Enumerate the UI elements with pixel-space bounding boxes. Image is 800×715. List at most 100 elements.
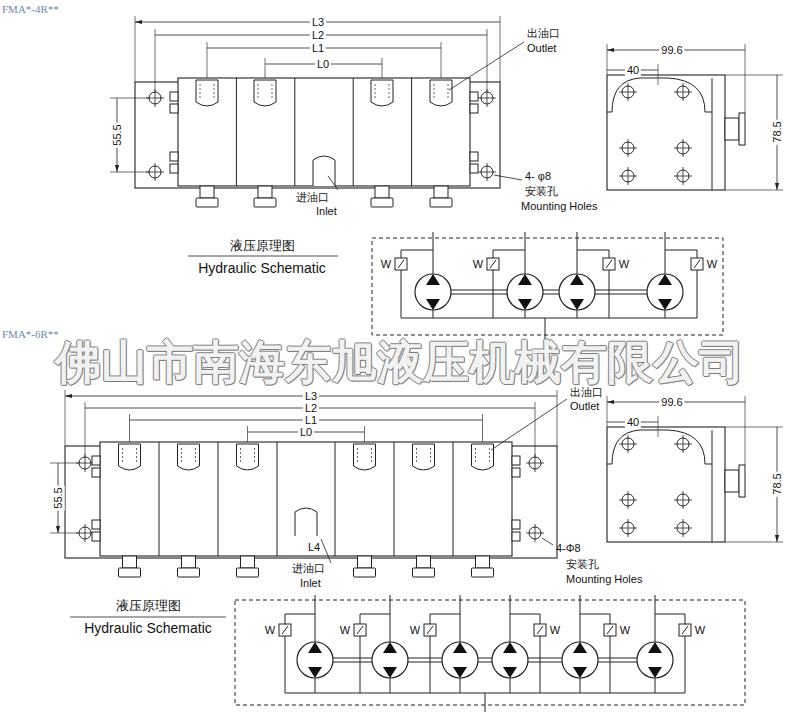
- callout-text: 出油口: [527, 27, 560, 40]
- callout-text: 安装孔: [566, 558, 599, 571]
- schematic-6: [372, 642, 408, 678]
- side-view-4: [607, 44, 783, 190]
- schematic-4: [401, 232, 697, 342]
- section-heading: 液压原理图: [116, 599, 181, 614]
- schematic-6: [424, 624, 436, 636]
- divider-body-6: [159, 442, 453, 556]
- schematic-6: [442, 642, 478, 678]
- divider-body-6: [92, 456, 100, 465]
- divider-body-6: [472, 556, 494, 577]
- dimension-label: L3: [303, 390, 319, 403]
- divider-body-6: [92, 468, 100, 477]
- dimension-label: L0: [315, 58, 331, 71]
- divider-body-6: [119, 444, 141, 470]
- divider-body-4: [470, 92, 478, 101]
- dimension-label: 40: [625, 64, 641, 77]
- divider-body-6: [100, 442, 512, 556]
- schematic-4: [691, 258, 703, 270]
- divider-body-4: [170, 92, 478, 173]
- dimension-label: L0: [298, 426, 314, 439]
- callout-text: Outlet: [570, 400, 599, 413]
- schematic-4: [487, 258, 499, 270]
- callout-text: 出油口: [570, 386, 603, 399]
- dimension-label: 40: [625, 416, 641, 429]
- divider-body-6: [65, 442, 557, 577]
- divider-body-4: [170, 164, 178, 173]
- divider-body-4: [196, 186, 218, 207]
- schematic-4: [507, 274, 543, 310]
- schematic-6: [679, 624, 691, 636]
- callout-text: Inlet: [316, 205, 337, 218]
- dimension-label: L4: [308, 541, 320, 554]
- schematic-4: [647, 274, 683, 310]
- schematic-6: [235, 600, 745, 705]
- divider-body-6: [526, 524, 544, 542]
- dimension-label: 99.6: [659, 44, 684, 57]
- callout-text: 4- φ8: [525, 170, 551, 183]
- callout-text: 4-Φ8: [556, 542, 581, 555]
- schematic-4: [415, 274, 451, 310]
- dimension-label: L1: [310, 42, 326, 55]
- divider-body-4: [236, 78, 411, 186]
- divider-body-6: [472, 444, 494, 470]
- spring-mark: W: [619, 258, 629, 271]
- schematic-6: [297, 642, 333, 678]
- divider-body-4: [470, 152, 478, 161]
- spring-mark: W: [340, 624, 350, 637]
- divider-body-6: [178, 444, 200, 470]
- section-heading: Hydraulic Schematic: [198, 260, 326, 276]
- schematic-4: [395, 258, 407, 270]
- divider-body-6: [512, 468, 520, 477]
- divider-body-6: [512, 520, 520, 529]
- schematic-6: [492, 642, 528, 678]
- dimension-lines-4: [110, 16, 500, 172]
- divider-body-6: [413, 556, 435, 577]
- schematic-6: [534, 624, 546, 636]
- spring-mark: W: [410, 624, 420, 637]
- divider-body-4: [196, 80, 218, 106]
- callout-text: 安装孔: [525, 185, 558, 198]
- divider-body-6: [237, 556, 259, 577]
- divider-body-4: [371, 80, 393, 106]
- schematic-6: [354, 624, 366, 636]
- schematic-6: [315, 658, 655, 662]
- divider-body-4: [170, 104, 178, 113]
- schematic-6: [70, 617, 226, 618]
- spring-mark: W: [707, 258, 717, 271]
- dimension-lines-4: [117, 22, 500, 172]
- schematic-6: [70, 595, 745, 712]
- schematic-6: [637, 642, 673, 678]
- divider-body-6: [354, 444, 376, 470]
- divider-body-6: [512, 456, 520, 465]
- divider-body-6: [92, 532, 100, 541]
- dimension-label: L2: [303, 402, 319, 415]
- model-code: FMA*-4R**: [2, 3, 59, 16]
- divider-body-4: [254, 80, 276, 106]
- spring-mark: W: [620, 624, 630, 637]
- divider-body-4: [470, 104, 478, 113]
- divider-body-6: [237, 444, 259, 470]
- divider-body-6: [178, 556, 200, 577]
- schematic-6: [562, 642, 598, 678]
- dimension-label: 55.5: [111, 122, 124, 147]
- divider-body-6: [413, 444, 435, 470]
- dimension-label: L1: [303, 414, 319, 427]
- divider-body-6: [354, 556, 376, 577]
- dimension-label: 78.5: [771, 471, 784, 496]
- dimension-lines-6: [58, 396, 557, 533]
- divider-body-4: [135, 78, 500, 207]
- divider-body-4: [254, 186, 276, 207]
- divider-body-6: [92, 520, 100, 529]
- dimension-label: L3: [310, 16, 326, 29]
- divider-body-4: [170, 152, 178, 161]
- divider-body-6: [92, 456, 520, 541]
- divider-body-6: [119, 556, 141, 577]
- divider-body-4: [430, 80, 452, 106]
- section-heading: 液压原理图: [230, 239, 295, 254]
- spring-mark: W: [695, 624, 705, 637]
- divider-body-6: [295, 508, 317, 536]
- section-heading: Hydraulic Schematic: [84, 620, 212, 636]
- callout-text: Mounting Holes: [521, 200, 597, 213]
